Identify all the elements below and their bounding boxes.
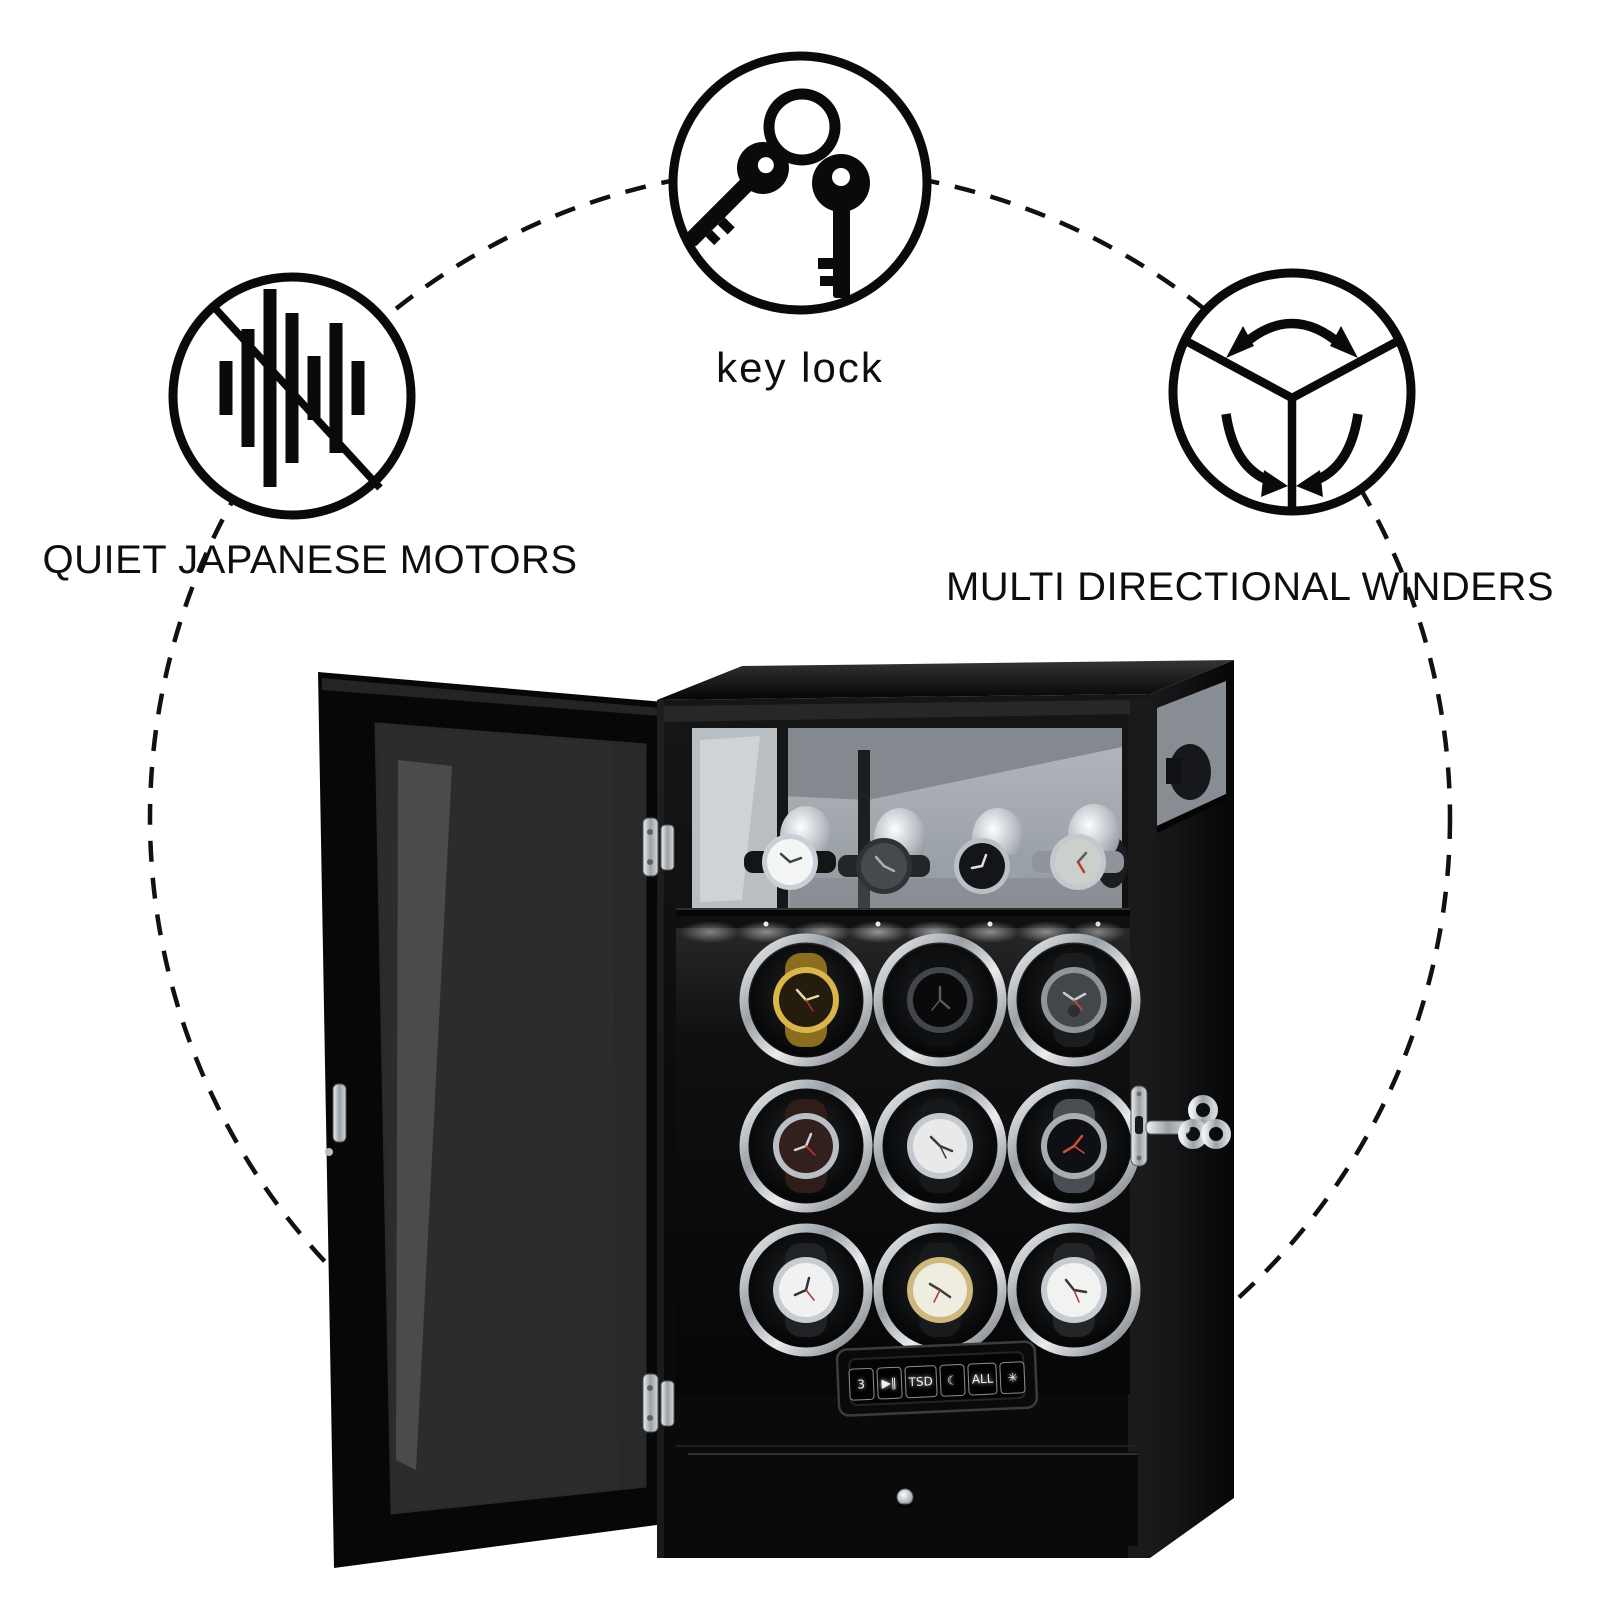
pod-chrome-ring <box>739 933 873 1067</box>
drawer-knob <box>896 1488 914 1506</box>
key-diagonal <box>685 142 789 246</box>
winder-pod <box>873 933 1007 1067</box>
pod-watch-hands <box>1062 1134 1084 1154</box>
door-frame-gloss <box>322 678 660 716</box>
pod-watch-hands <box>793 1132 813 1152</box>
panel-button-all: ALL <box>967 1362 999 1396</box>
drawer-knob-shadow <box>896 1503 914 1509</box>
lock-screw-top <box>1136 1091 1142 1097</box>
pod-second-hand <box>1073 999 1083 1011</box>
door-hinge-top <box>642 817 675 877</box>
keys-icon <box>668 51 932 315</box>
winder-grid <box>739 933 1141 1357</box>
key-vertical <box>812 154 870 298</box>
door-glass-edge-tint <box>612 742 645 1489</box>
control-panel-buttons: 3 ▶∥ TSD ☾ ALL ✳ <box>847 1357 1027 1404</box>
side-window-watch-band <box>1166 758 1182 784</box>
watch-hands <box>874 855 896 873</box>
key-lock-assembly <box>1130 1085 1231 1167</box>
display-ceiling <box>692 728 1122 800</box>
winder-pod <box>1007 933 1141 1067</box>
pod-chrome-ring <box>873 933 1007 1067</box>
watch-hands <box>779 852 803 864</box>
cabinet-top-face <box>657 660 1234 700</box>
no-sound-icon <box>168 272 416 520</box>
pod-watch-hands <box>928 1282 952 1299</box>
multi-directional-label: MULTI DIRECTIONAL WINDERS <box>945 565 1555 609</box>
display-watch <box>838 808 930 894</box>
door-latch-plate <box>332 1083 347 1143</box>
key-in-lock <box>1145 1095 1231 1149</box>
panel-button-night-mode: ☾ <box>939 1363 966 1397</box>
keyring <box>763 88 841 166</box>
pod-watch-hands <box>938 985 951 1010</box>
door-hinge-bottom <box>642 1373 675 1433</box>
winder-pod <box>739 1223 873 1357</box>
door-latch-screw <box>325 1148 333 1156</box>
key-lock-label: key lock <box>716 344 884 391</box>
door-frame <box>318 672 664 1568</box>
pod-second-hand <box>805 999 814 1012</box>
winder-interior-top-shadow <box>676 916 1130 928</box>
winder-pod <box>739 1079 873 1213</box>
winder-pod <box>873 1079 1007 1213</box>
display-shelf <box>676 728 1130 934</box>
cabinet-front-left-bevel <box>657 700 664 1558</box>
watch-hands <box>970 853 988 870</box>
winder-pod <box>1007 1079 1141 1213</box>
cabinet-front-top-gloss <box>664 700 1130 722</box>
display-watch <box>1032 804 1124 890</box>
pod-second-hand <box>805 1289 815 1301</box>
winder-pod <box>739 933 873 1067</box>
pod-second-hand <box>939 1145 947 1159</box>
quiet-motors-label: QUIET JAPANESE MOTORS <box>42 538 578 582</box>
pod-chrome-ring <box>739 1079 873 1213</box>
pod-watch-hands <box>929 1135 954 1153</box>
pod-watch-hands <box>1064 1278 1088 1294</box>
side-window-frame-line <box>1157 794 1226 833</box>
lock-screw-bottom <box>1136 1155 1142 1161</box>
pod-second-hand <box>1073 1289 1080 1303</box>
lock-keyhole <box>1135 1116 1143 1134</box>
pod-second-hand <box>1073 1145 1085 1154</box>
winder-pod <box>1007 1223 1141 1357</box>
feature-link-dashed-circle <box>147 165 1453 1471</box>
panel-button-play-pause: ▶∥ <box>875 1366 903 1400</box>
pod-chrome-ring <box>739 1223 873 1357</box>
cabinet-door <box>318 672 664 1568</box>
panel-button-tsd: TSD <box>903 1365 938 1399</box>
key-bow-lobe-right <box>1201 1119 1231 1149</box>
pod-watch-hands <box>1062 991 1087 1002</box>
drawer <box>676 1445 1138 1546</box>
winder-pod <box>873 1223 1007 1357</box>
pod-second-hand <box>933 1289 941 1303</box>
pod-watch-hands <box>793 1276 811 1297</box>
led-ceiling-lights <box>680 921 1126 943</box>
panel-button-count: 3 <box>847 1367 875 1401</box>
panel-button-light: ✳ <box>999 1361 1027 1395</box>
display-mullion-left <box>777 728 788 908</box>
multi-directional-rotation-icon <box>1168 268 1416 516</box>
display-watch <box>744 806 836 890</box>
pod-chrome-ring <box>1007 1223 1141 1357</box>
watch-hands <box>1076 851 1088 874</box>
pod-subdial <box>1068 1005 1080 1017</box>
pod-chrome-ring <box>1007 933 1141 1067</box>
pod-second-hand <box>931 999 941 1011</box>
key-bow-lobe-top <box>1188 1095 1218 1125</box>
pod-watch-hands <box>795 988 820 1002</box>
pod-chrome-ring <box>873 1079 1007 1213</box>
pod-second-hand <box>805 1145 816 1156</box>
display-watch <box>936 808 1028 894</box>
door-glass-reflection <box>396 760 452 1470</box>
door-glass <box>374 722 647 1515</box>
